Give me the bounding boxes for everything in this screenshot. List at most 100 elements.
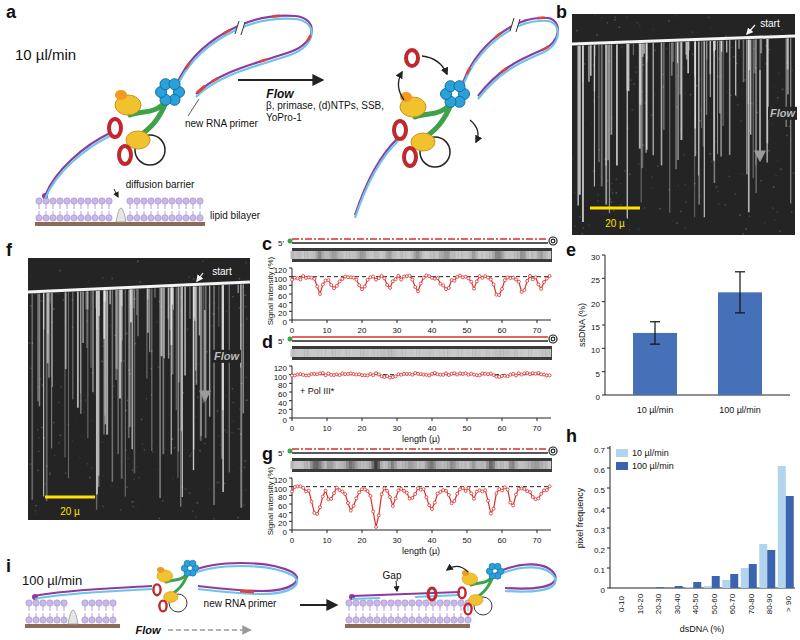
lipid-tail: [179, 211, 180, 215]
histogram: [607, 446, 795, 588]
dna-streak: [168, 288, 169, 359]
strip-pixel: [492, 349, 495, 357]
strip-pixel: [391, 461, 394, 469]
noise-speck: [710, 28, 712, 30]
label-anchor: 50: [463, 529, 472, 547]
dna-streak: [117, 290, 119, 454]
dna-streak: [31, 294, 33, 500]
strip-pixel: [503, 251, 506, 259]
tick-label: 60: [278, 292, 287, 301]
noise-speck: [759, 189, 761, 191]
strip-pixel: [383, 251, 386, 259]
lipid-tail: [64, 613, 65, 617]
axis-title: ssDNA (%): [577, 303, 587, 347]
data-point: [442, 284, 445, 287]
strip-pixel: [330, 251, 333, 259]
lipid-tail: [102, 211, 103, 215]
data-point: [389, 286, 392, 289]
lipid-head: [176, 215, 182, 221]
start-line: [572, 36, 795, 44]
lipid-tail: [468, 606, 469, 611]
strip-pixel: [548, 251, 551, 259]
strip-pixel: [495, 461, 498, 469]
noise-speck: [726, 177, 728, 179]
data-point: [540, 492, 543, 495]
strip-pixel: [318, 349, 321, 357]
lipid-tail: [370, 606, 371, 611]
noise-speck: [239, 408, 241, 410]
noise-speck: [35, 346, 37, 348]
strip-pixel: [506, 349, 509, 357]
noise-speck: [770, 34, 772, 36]
lipid-head: [197, 215, 203, 221]
noise-speck: [189, 492, 191, 494]
category-label: 50-60: [710, 594, 719, 614]
strip-pixel: [475, 349, 478, 357]
noise-speck: [779, 231, 781, 233]
strip-pixel: [307, 349, 310, 357]
noise-speck: [764, 222, 766, 224]
lipid-head: [402, 617, 408, 623]
noise-speck: [680, 211, 682, 213]
noise-speck: [789, 126, 791, 128]
strip-pixel: [391, 251, 394, 259]
dna-streak: [195, 286, 196, 370]
noise-speck: [49, 473, 51, 475]
dna-streak: [161, 288, 163, 356]
strip-pixel: [341, 251, 344, 259]
lipid-tail: [81, 204, 82, 209]
substrate: [35, 222, 205, 226]
lipid-bilayer: [345, 600, 471, 628]
strip-pixel: [481, 251, 484, 259]
daughter-strand: [35, 589, 152, 599]
noise-speck: [775, 175, 777, 177]
tick-label: 0.4: [594, 506, 605, 515]
noise-speck: [749, 215, 751, 217]
legend-swatch: [616, 449, 628, 457]
dna-streak: [184, 287, 186, 376]
label-anchor: 80-90: [758, 594, 776, 614]
noise-speck: [782, 89, 784, 91]
lipid-head: [458, 617, 464, 623]
strip-pixel: [500, 349, 503, 357]
label-anchor: 40-50: [684, 594, 702, 614]
strip-pixel: [408, 251, 411, 259]
noise-speck: [787, 142, 789, 144]
strip-pixel: [512, 251, 515, 259]
noise-speck: [777, 97, 779, 99]
noise-speck: [202, 260, 204, 262]
strip-pixel: [310, 349, 313, 357]
noise-speck: [75, 366, 77, 368]
lipid-tail: [200, 211, 201, 215]
noise-speck: [199, 450, 201, 452]
label-anchor: 20 µ: [603, 213, 627, 231]
noise-speck: [633, 83, 635, 85]
bar: [730, 574, 738, 588]
strip-pixel: [400, 251, 403, 259]
lipid-tail: [74, 211, 75, 215]
tick-label: 0.2: [594, 546, 605, 555]
noise-speck: [597, 200, 599, 202]
dna-streak: [159, 288, 160, 498]
lipid-head: [96, 600, 102, 606]
strip-pixel: [464, 461, 467, 469]
lipid-head: [57, 198, 63, 204]
noise-speck: [619, 26, 621, 28]
dna-streak: [717, 41, 718, 154]
bar: [786, 496, 794, 588]
lipid-tail: [193, 211, 194, 215]
noise-speck: [607, 22, 609, 24]
label-anchor: 20-30: [647, 594, 665, 614]
strip-pixel: [313, 349, 316, 357]
data-point: [355, 278, 358, 281]
strip-pixel: [489, 349, 492, 357]
leader-arrow: [396, 581, 397, 591]
strip-pixel: [467, 251, 470, 259]
noise-speck: [786, 135, 788, 137]
strip-pixel: [330, 461, 333, 469]
noise-speck: [217, 410, 219, 412]
panel-letter: g: [262, 444, 273, 465]
data-point: [428, 504, 431, 507]
strip-pixel: [330, 349, 333, 357]
condition-label: + Pol III*: [300, 386, 334, 396]
